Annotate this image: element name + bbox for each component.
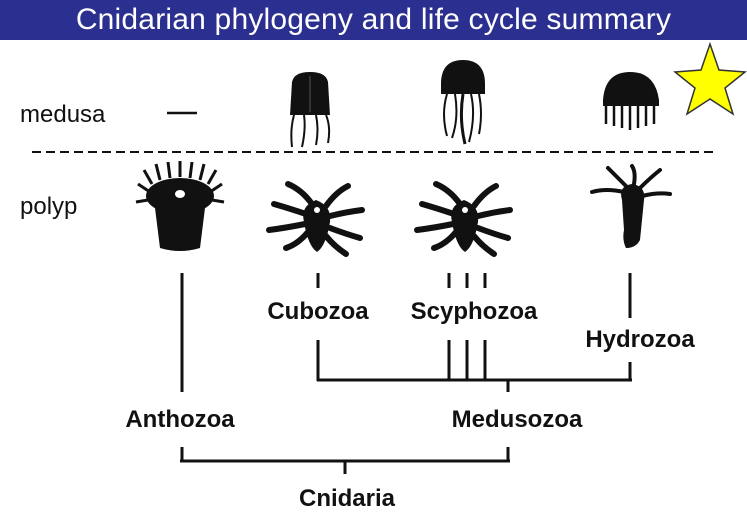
scyphozoan-polyp-icon [414,181,513,257]
title-bar [0,0,747,40]
hydrozoan-polyp-icon [590,164,672,248]
tree-branches [180,273,632,474]
hydrozoa-label: Hydrozoa [585,326,695,353]
cubozoan-medusa-icon [290,72,331,148]
polyp-row-label: polyp [20,193,78,220]
cubozoan-polyp-icon [266,181,365,257]
anthozoa-label: Anthozoa [125,406,235,433]
anthozoan-polyp-icon [135,161,225,251]
page-title: Cnidarian phylogeny and life cycle summa… [75,3,672,36]
cnidaria-label: Cnidaria [298,485,396,512]
hydrozoan-medusa-icon [603,72,659,130]
scyphozoa-label: Scyphozoa [410,298,538,325]
star-icon [673,41,747,116]
cubozoa-label: Cubozoa [267,298,369,325]
medusozoa-label: Medusozoa [451,406,583,433]
scyphozoan-medusa-icon [441,60,485,145]
medusa-row-label: medusa [20,101,106,128]
